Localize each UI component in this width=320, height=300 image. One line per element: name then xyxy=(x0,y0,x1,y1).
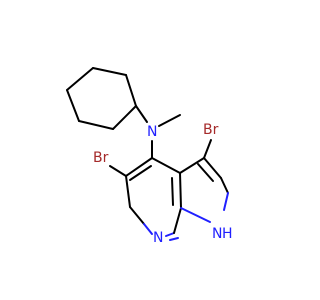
bond xyxy=(158,114,181,127)
bond xyxy=(129,206,145,225)
bond xyxy=(125,157,153,177)
bond xyxy=(203,157,222,179)
bond xyxy=(203,139,212,159)
bond xyxy=(179,157,205,174)
bond xyxy=(125,74,137,107)
bond xyxy=(143,223,153,235)
bond xyxy=(135,105,148,123)
structure-diagram: N N N H Br Br xyxy=(66,67,233,246)
bond xyxy=(66,67,94,91)
bond xyxy=(92,67,127,76)
bond xyxy=(173,207,182,234)
bond xyxy=(165,232,175,237)
bond xyxy=(129,165,152,181)
bond xyxy=(179,172,182,209)
bond xyxy=(180,207,211,223)
bond xyxy=(109,165,127,177)
bond xyxy=(171,177,174,206)
pyrrole-ring xyxy=(179,157,229,223)
bromine-lower-label: Br xyxy=(93,150,109,166)
bond xyxy=(151,157,181,174)
pyridine-nitrogen-label: N xyxy=(153,230,163,246)
amine-nitrogen-label: N xyxy=(147,124,157,140)
bromine-upper-label: Br xyxy=(203,122,219,138)
bond xyxy=(169,237,179,241)
pyridine-ring xyxy=(125,157,182,241)
bond xyxy=(66,89,80,122)
molecule-drawing: N N N H Br Br xyxy=(66,67,233,246)
bond xyxy=(220,177,229,194)
bond xyxy=(112,105,137,130)
pyrrole-hydrogen-label: H xyxy=(222,226,233,242)
bond xyxy=(197,163,214,182)
pyrrole-nitrogen-subscript-label: N xyxy=(212,226,222,242)
bond xyxy=(223,192,229,211)
cyclohexane-ring xyxy=(66,67,137,130)
bond xyxy=(78,120,114,130)
bond xyxy=(125,175,131,208)
pyrrole-nh-label: N H xyxy=(212,226,233,242)
